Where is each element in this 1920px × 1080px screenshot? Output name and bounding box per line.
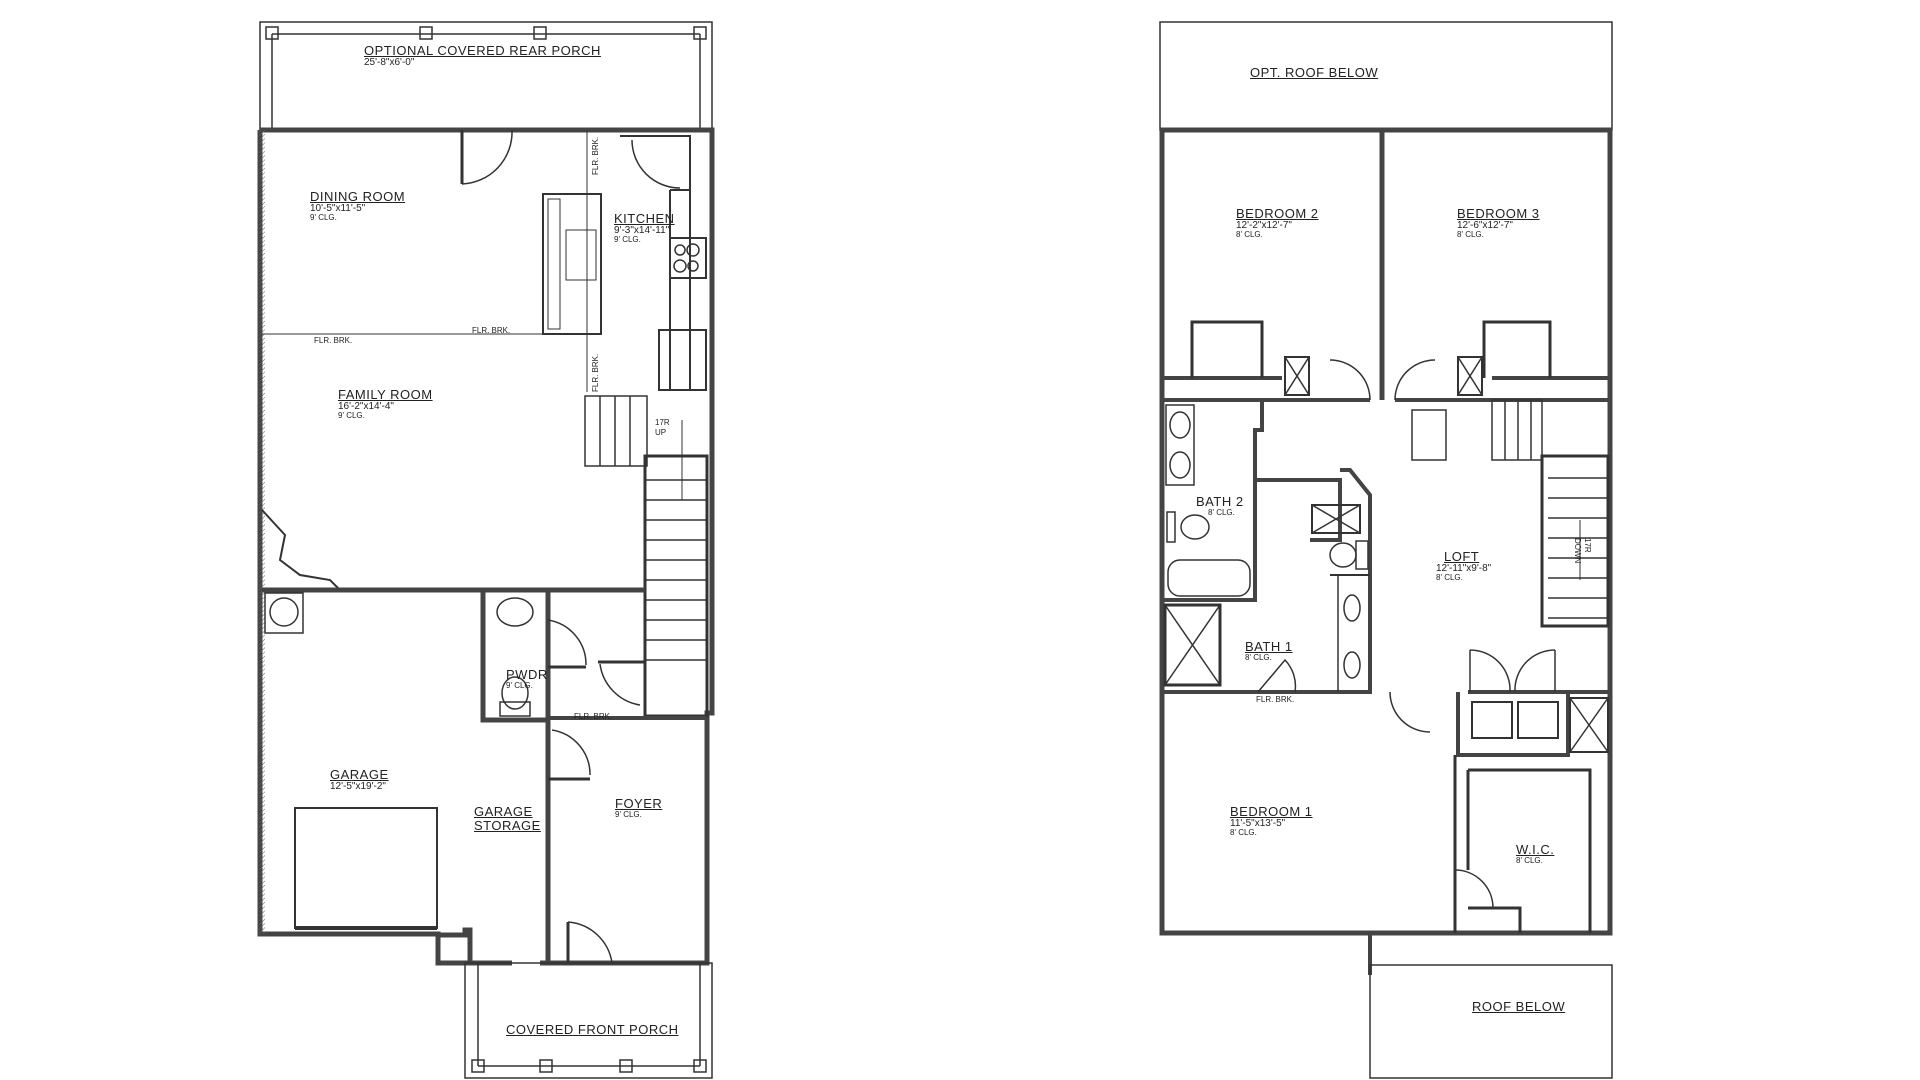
first-floor-plan [257, 21, 715, 1079]
garage-label: GARAGE 12'-5"x19'-2" [330, 768, 389, 792]
rear-porch-label: OPTIONAL COVERED REAR PORCH 25'-8"x6'-0" [364, 44, 601, 68]
bedroom-2-label: BEDROOM 2 12'-2"x12'-7" 8' CLG. [1236, 207, 1319, 240]
room-title: STORAGE [474, 817, 541, 833]
ceiling-height: 9' CLG. [615, 809, 642, 819]
room-title: COVERED FRONT PORCH [506, 1022, 679, 1037]
room-title: OPTIONAL COVERED REAR PORCH [364, 43, 601, 58]
second-floor-stairs [1491, 399, 1610, 628]
ceiling-height: 9' CLG. [338, 411, 365, 421]
ceiling-height: 8' CLG. [1230, 828, 1257, 838]
ceiling-height: 8' CLG. [1208, 507, 1235, 517]
ceiling-height: 8' CLG. [1436, 573, 1463, 583]
stairs-direction: DOWN [1573, 538, 1582, 564]
opt-roof-outline [1159, 21, 1613, 131]
bedroom-1-label: BEDROOM 1 11'-5"x13'-5" 8' CLG. [1230, 805, 1313, 838]
room-title: LOFT [1444, 549, 1480, 564]
ceiling-height: 9' CLG. [614, 235, 641, 245]
powder-room-label: PWDR 9' CLG. [506, 668, 548, 690]
room-title: BEDROOM 2 [1236, 206, 1319, 221]
front-porch-outline [464, 962, 713, 1079]
kitchen-island [542, 193, 602, 335]
room-title: PWDR [506, 667, 548, 682]
foyer-label: FOYER 9' CLG. [615, 797, 662, 819]
range [669, 237, 707, 279]
bath-2-label: BATH 2 8' CLG. [1196, 495, 1244, 517]
room-title: GARAGE [474, 804, 533, 819]
first-floor-exterior-wall [257, 127, 715, 966]
ceiling-height: 8' CLG. [1457, 230, 1484, 240]
room-title: BEDROOM 3 [1457, 206, 1540, 221]
ceiling-height: 8' CLG. [1236, 230, 1263, 240]
room-title: KITCHEN [614, 211, 675, 226]
loft-label: LOFT 12'-11"x9'-8" 8' CLG. [1436, 550, 1491, 583]
bay-window [261, 509, 341, 591]
opt-roof-label: OPT. ROOF BELOW [1250, 66, 1378, 80]
floor-break-note: FLR. BRK. [591, 136, 600, 175]
floor-break-note: FLR. BRK. [472, 326, 511, 335]
rear-porch-outline [259, 21, 713, 131]
wic-walls [1453, 755, 1592, 933]
second-floor-plan [1159, 21, 1613, 1079]
powder-room [480, 587, 551, 723]
room-title: GARAGE [330, 767, 389, 782]
bath-2-walls [1162, 400, 1342, 602]
shower [1163, 603, 1222, 687]
room-dims: 12'-2"x12'-7" [1236, 219, 1292, 231]
loft-table [1411, 409, 1447, 461]
room-dims: 10'-5"x11'-5" [310, 202, 366, 214]
floor-break-note: FLR. BRK. [574, 712, 613, 721]
room-title: ROOF BELOW [1472, 999, 1566, 1014]
roof-below-label: ROOF BELOW [1472, 1000, 1565, 1014]
stairs-count: 17R [1583, 538, 1592, 553]
room-title: OPT. ROOF BELOW [1250, 65, 1379, 80]
room-dims: 25'-8"x6'-0" [364, 56, 415, 68]
stairs-count: 17R [655, 418, 670, 427]
ceiling-height: 8' CLG. [1245, 652, 1272, 662]
room-title: W.I.C. [1516, 842, 1555, 857]
front-porch-label: COVERED FRONT PORCH [506, 1023, 679, 1037]
room-dims: 12'-11"x9'-8" [1436, 562, 1492, 574]
room-dims: 16'-2"x14'-4" [338, 400, 394, 412]
room-dims: 11'-5"x13'-5" [1230, 817, 1286, 829]
room-title: FOYER [615, 796, 663, 811]
first-floor-stairs [584, 395, 709, 718]
room-dims: 9'-3"x14'-11" [614, 224, 670, 236]
family-room-label: FAMILY ROOM 16'-2"x14'-4" 9' CLG. [338, 388, 433, 421]
room-title: DINING ROOM [310, 189, 406, 204]
floor-break-note: FLR. BRK. [591, 353, 600, 392]
kitchen-label: KITCHEN 9'-3"x14'-11" 9' CLG. [614, 212, 675, 245]
floor-break-note: FLR. BRK. [1256, 695, 1295, 704]
room-dims: 12'-6"x12'-7" [1457, 219, 1513, 231]
ceiling-height: 9' CLG. [506, 680, 533, 690]
bath-1-label: BATH 1 8' CLG. [1245, 640, 1293, 662]
room-title: BEDROOM 1 [1230, 804, 1313, 819]
room-title: BATH 2 [1196, 494, 1244, 509]
roof-below-outline [1369, 964, 1613, 1079]
floor-break-note: FLR. BRK. [314, 336, 353, 345]
second-floor-exterior-wall [1159, 127, 1613, 936]
refrigerator [658, 329, 707, 391]
bath-1-walls [1162, 468, 1372, 694]
stairs-direction: UP [655, 428, 667, 437]
wic-label: W.I.C. 8' CLG. [1516, 843, 1554, 865]
room-dims: 12'-5"x19'-2" [330, 780, 386, 792]
dining-room-label: DINING ROOM 10'-5"x11'-5" 9' CLG. [310, 190, 405, 223]
garage-storage-label: GARAGE STORAGE [474, 805, 541, 832]
ceiling-height: 8' CLG. [1516, 855, 1543, 865]
garage-door [294, 807, 438, 929]
room-title: FAMILY ROOM [338, 387, 433, 402]
ceiling-height: 9' CLG. [310, 213, 337, 223]
bedroom-3-label: BEDROOM 3 12'-6"x12'-7" 8' CLG. [1457, 207, 1540, 240]
room-title: BATH 1 [1245, 639, 1293, 654]
